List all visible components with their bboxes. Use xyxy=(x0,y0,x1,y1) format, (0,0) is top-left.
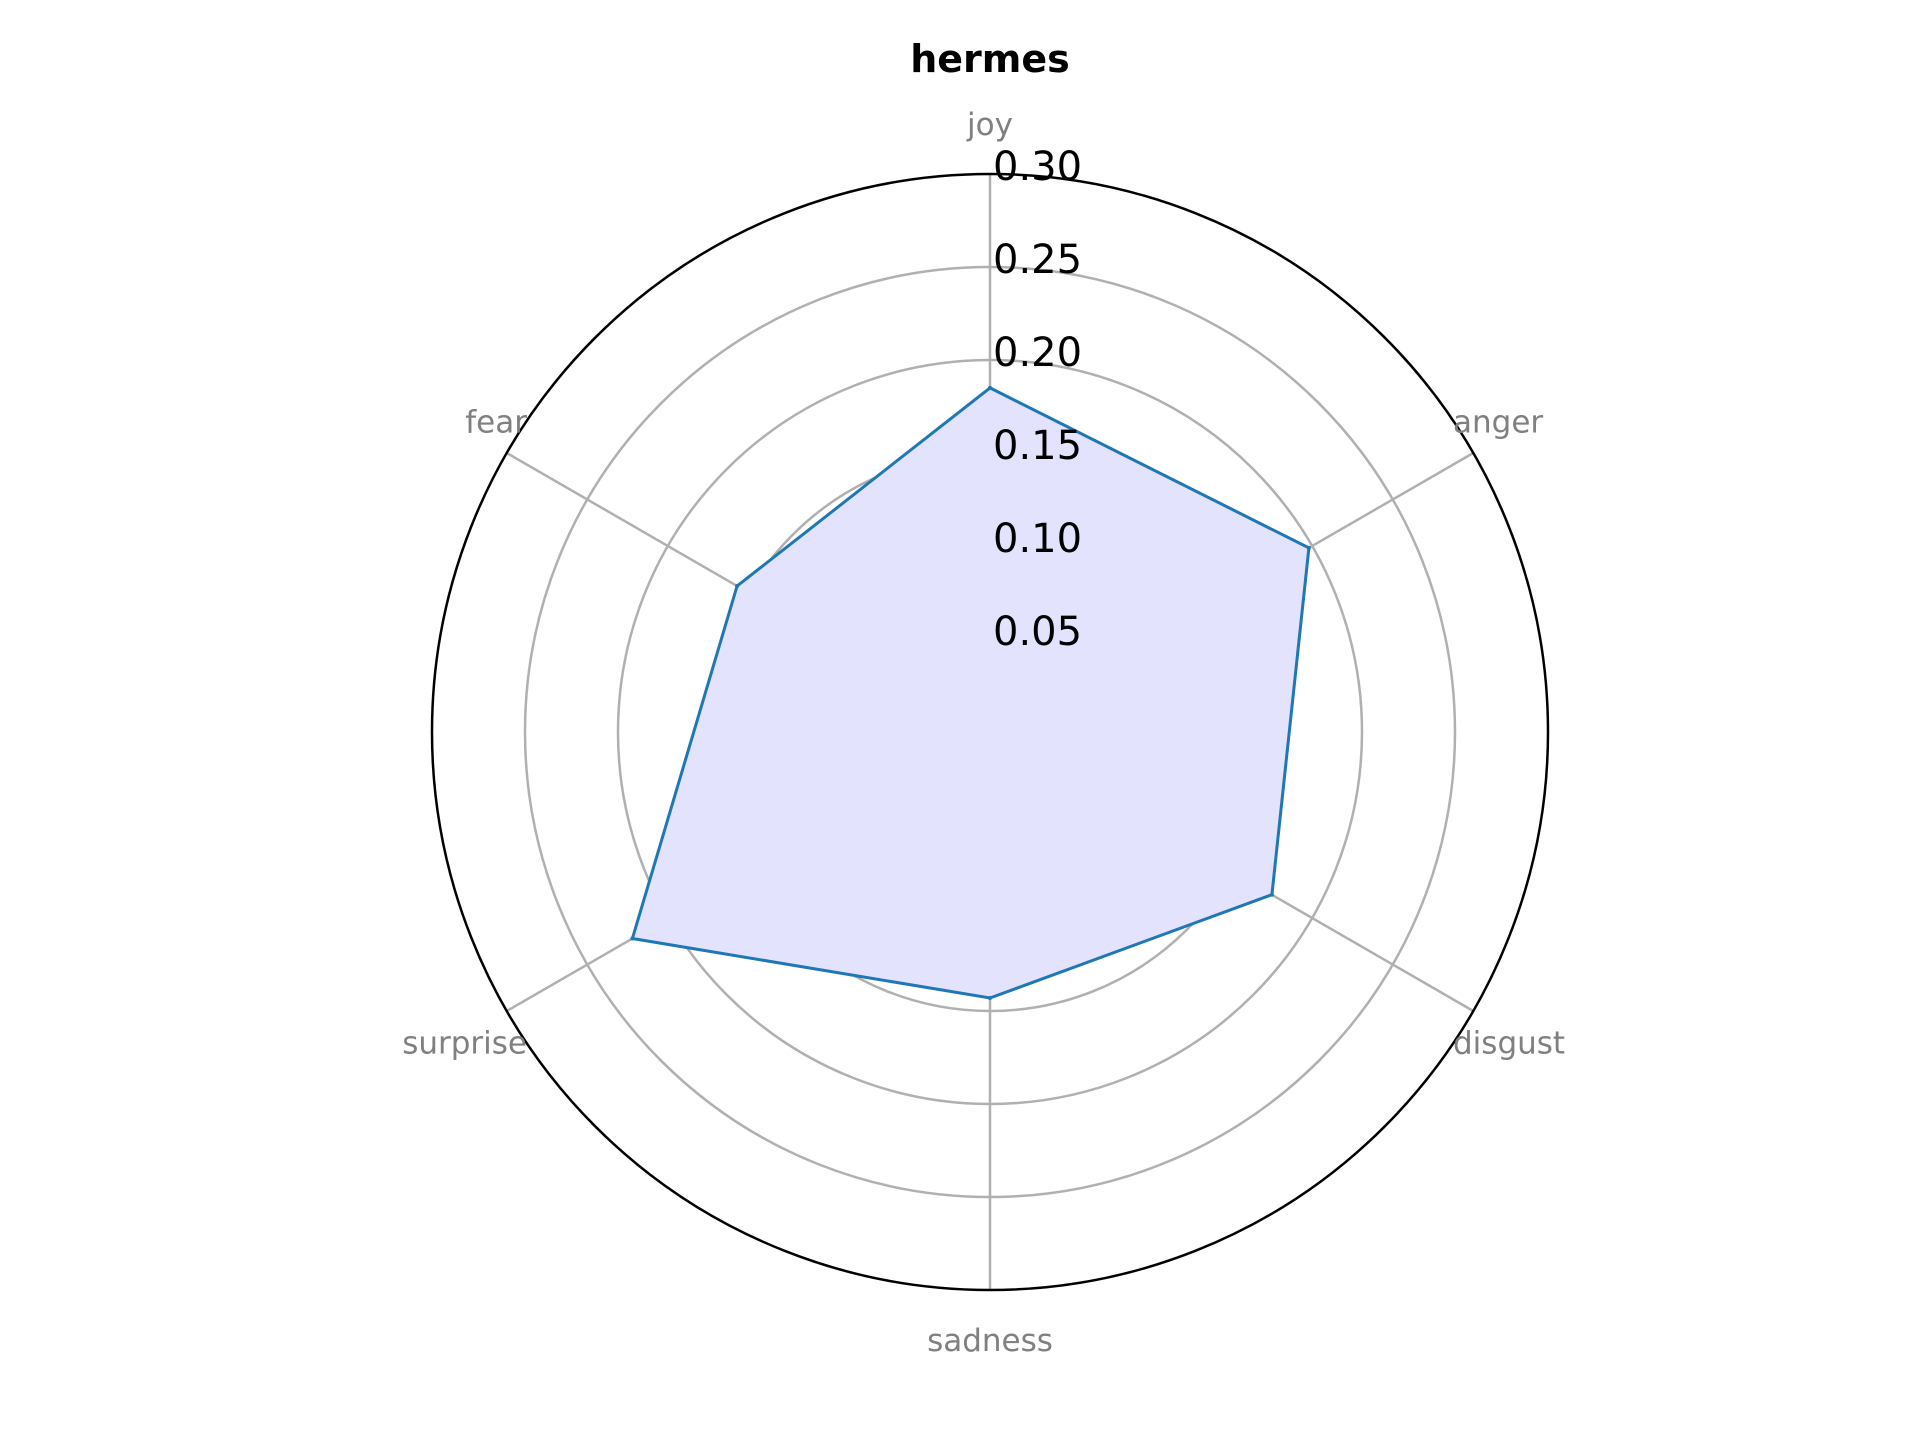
data-point-joy xyxy=(988,385,992,390)
data-point-surprise xyxy=(630,936,635,941)
outer-boundary xyxy=(430,172,1550,1292)
category-label-disgust: disgust xyxy=(1453,1026,1565,1062)
category-label-anger: anger xyxy=(1453,405,1543,441)
data-point-fear xyxy=(735,584,740,588)
data-point-disgust xyxy=(1269,892,1274,897)
data-layer xyxy=(630,385,1311,1000)
radial-tick-label: 0.30 xyxy=(993,144,1082,190)
radial-tick-label: 0.15 xyxy=(993,423,1082,469)
data-point-anger xyxy=(1306,545,1311,550)
category-label-joy: joy xyxy=(966,107,1013,143)
chart-title: hermes xyxy=(910,37,1070,81)
radial-tick-label: 0.20 xyxy=(993,330,1082,376)
radial-tick-label: 0.05 xyxy=(993,609,1082,655)
category-label-fear: fear xyxy=(465,405,527,441)
category-label-surprise: surprise xyxy=(402,1026,527,1062)
label-layer: joy anger disgust sadness surprise fear 0.05 0.… xyxy=(402,107,1565,1359)
category-label-sadness: sadness xyxy=(927,1323,1053,1359)
radial-tick-label: 0.10 xyxy=(993,516,1082,562)
radial-tick-label: 0.25 xyxy=(993,237,1082,283)
data-point-sadness xyxy=(988,996,992,1000)
series-fill xyxy=(632,387,1309,998)
